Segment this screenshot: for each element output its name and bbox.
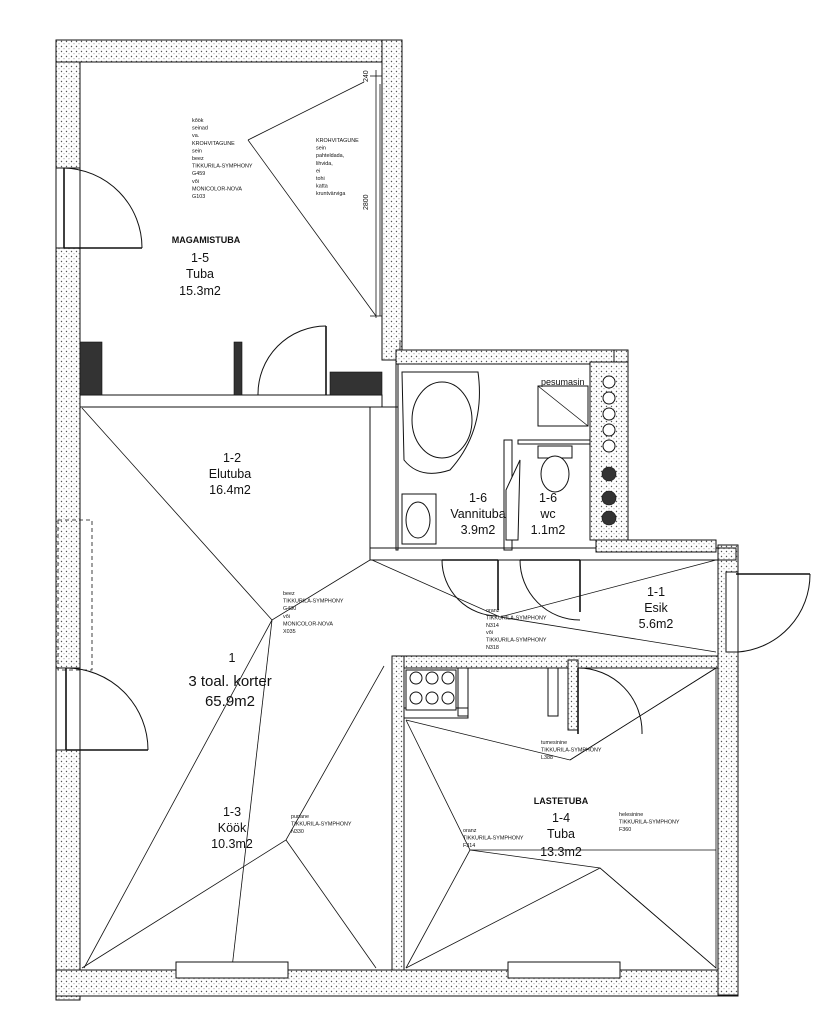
room-code-elutuba: 1-2 xyxy=(223,451,241,465)
note-line: kõök xyxy=(192,118,204,124)
room-name-esik: Esik xyxy=(644,601,668,615)
note-line: N330 xyxy=(291,829,304,835)
note-line: TIKKURILA-SYMPHONY xyxy=(619,820,680,826)
doors xyxy=(55,167,811,979)
note-line: L388 xyxy=(541,755,553,761)
room-code-magamistuba: 1-5 xyxy=(191,251,209,265)
color-notes: kõökseinadva.KROHVITAGUNEseinbeezTIKKURI… xyxy=(192,118,680,849)
room-area-kook: 10.3m2 xyxy=(211,837,253,851)
note-line: sein xyxy=(316,146,326,152)
note-line: TIKKURILA-SYMPHONY xyxy=(463,836,524,842)
note-line: või xyxy=(192,179,199,185)
note-line: va. xyxy=(192,133,199,139)
note-line: MONICOLOR-NOVA xyxy=(283,621,333,627)
radiator-circles xyxy=(601,375,617,526)
room-area-wc: 1.1m2 xyxy=(531,523,566,537)
note-line: TIKKURILA-SYMPHONY xyxy=(291,822,352,828)
note-line: oranz xyxy=(486,608,500,614)
note-line: TIKKURILA-SYMPHONY xyxy=(486,615,547,621)
dimension-lines: 240 2800 xyxy=(363,70,401,350)
note-line: seinad xyxy=(192,126,208,132)
note-esik: oranzTIKKURILA-SYMPHONYN314võiTIKKURILA-… xyxy=(486,608,547,651)
note-line: N314 xyxy=(486,623,499,629)
dim-top: 240 xyxy=(363,70,370,82)
note-line: KROHVITAGUNE xyxy=(192,141,235,147)
room-code-wc: 1-6 xyxy=(539,491,557,505)
room-code-kook: 1-3 xyxy=(223,805,241,819)
note-line: sein xyxy=(192,148,202,154)
note-line: punane xyxy=(291,814,309,820)
room-area-vannituba: 3.9m2 xyxy=(461,523,496,537)
room-title-lastetuba: LASTETUBA xyxy=(534,796,589,806)
room-title-magamistuba: MAGAMISTUBA xyxy=(172,235,241,245)
room-name-elutuba: Elutuba xyxy=(209,467,251,481)
note-line: TIKKURILA-SYMPHONY xyxy=(541,748,602,754)
room-area-elutuba: 16.4m2 xyxy=(209,483,251,497)
note-line: TIKKURILA-SYMPHONY xyxy=(283,599,344,605)
note-line: helesinine xyxy=(619,812,643,818)
note-line: katta xyxy=(316,184,328,190)
note-line: ei xyxy=(316,168,320,174)
note-line: G103 xyxy=(192,194,205,200)
note-line: F360 xyxy=(619,827,631,833)
room-area-lastetuba: 13.3m2 xyxy=(540,845,582,859)
appliance-label: pesumasin xyxy=(541,377,585,387)
note-line: KROHVITAGUNE xyxy=(316,138,359,144)
room-name-vannituba: Vannituba xyxy=(450,507,505,521)
note-line: TIKKURILA-SYMPHONY xyxy=(486,638,547,644)
apartment-area: 65.9m2 xyxy=(205,693,255,710)
note-line: TIKKURILA-SYMPHONY xyxy=(192,164,253,170)
room-name-wc: wc xyxy=(539,507,555,521)
note-line: G459 xyxy=(192,171,205,177)
room-diagonals xyxy=(81,81,717,969)
note-line: või xyxy=(283,614,290,620)
stove-burners xyxy=(405,669,457,711)
note-line: kruntvärviga xyxy=(316,191,345,197)
room-code-vannituba: 1-6 xyxy=(469,491,487,505)
room-code-lastetuba: 1-4 xyxy=(552,811,570,825)
interior-walls xyxy=(79,341,737,971)
note-line: G480 xyxy=(283,606,296,612)
note-line: pahteldada, xyxy=(316,153,345,159)
note-line: oranz xyxy=(463,828,477,834)
room-area-esik: 5.6m2 xyxy=(639,617,674,631)
note-line: tohi xyxy=(316,176,325,182)
note-line: või xyxy=(486,630,493,636)
room-code-esik: 1-1 xyxy=(647,585,665,599)
note-line: lihvida, xyxy=(316,161,333,167)
note-line: N318 xyxy=(486,645,499,651)
room-name-magamistuba: Tuba xyxy=(186,267,214,281)
apartment-number: 1 xyxy=(229,651,236,665)
note-line: beez xyxy=(283,591,295,597)
note-line: beez xyxy=(192,156,204,162)
apartment-name: 3 toal. korter xyxy=(188,673,271,690)
note-line: X035 xyxy=(283,629,296,635)
room-name-lastetuba: Tuba xyxy=(547,827,575,841)
dim-side: 2800 xyxy=(363,194,370,210)
note-line: tumesinine xyxy=(541,740,567,746)
bathroom-fixtures xyxy=(401,371,617,711)
note-line: F314 xyxy=(463,843,475,849)
note-line: MONICOLOR-NOVA xyxy=(192,186,242,192)
room-area-magamistuba: 15.3m2 xyxy=(179,284,221,298)
room-name-kook: Köök xyxy=(218,821,247,835)
room-labels: MAGAMISTUBA 1-5 Tuba 15.3m2 1-2 Elutuba … xyxy=(172,235,674,859)
